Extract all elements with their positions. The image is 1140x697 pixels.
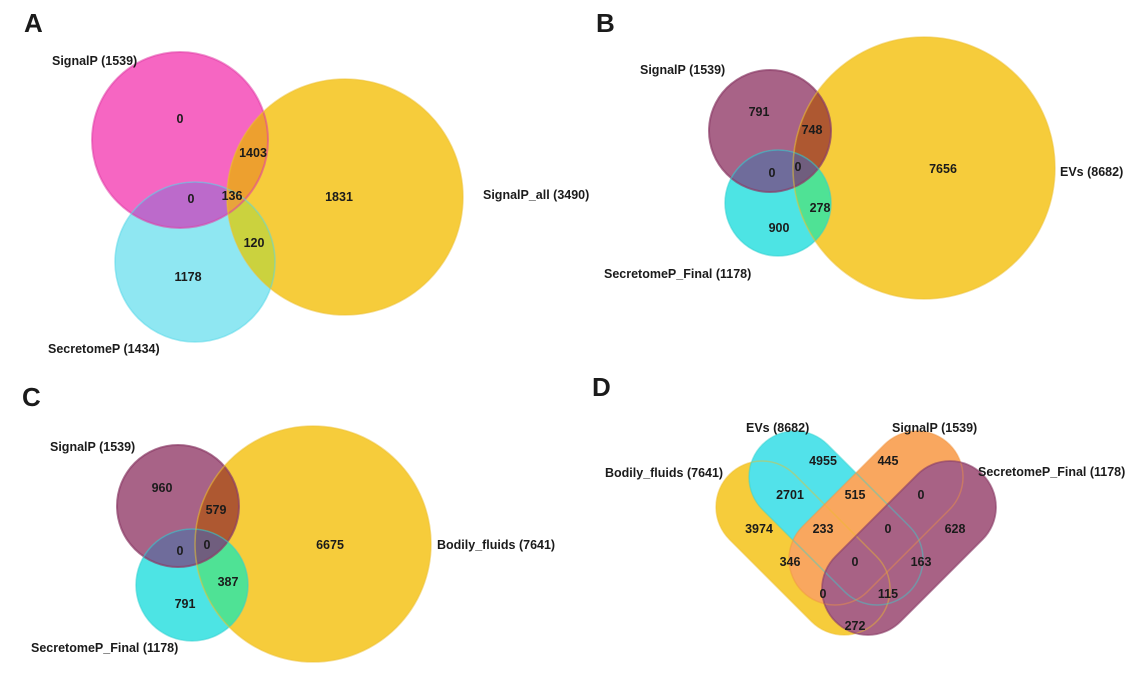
venn-d-count-bodily-evs-secretomep: 115 xyxy=(878,587,898,601)
venn-d-count-bodily-evs: 2701 xyxy=(776,488,804,502)
venn-d-count-evs-only: 4955 xyxy=(809,454,837,468)
venn-b-label-evs: EVs (8682) xyxy=(1060,165,1123,179)
venn-d-count-bodily-signalp-secretomep: 0 xyxy=(820,587,827,601)
venn-b-count-secretomep-final-evs: 278 xyxy=(810,201,831,215)
venn-a-label-signalp: SignalP (1539) xyxy=(52,54,137,68)
venn-a-outline-signalp xyxy=(91,51,269,229)
panel-c-letter: C xyxy=(22,382,41,412)
venn-a-label-signalp-all: SignalP_all (3490) xyxy=(483,188,589,202)
venn-c-label-bodily-fluids: Bodily_fluids (7641) xyxy=(437,538,555,552)
venn-d-set-secretomep-final xyxy=(821,460,997,636)
venn-a-count-signalp-only: 0 xyxy=(177,112,184,126)
panel-b: B SignalP (1539) EVs (8682) SecretomeP_F… xyxy=(596,8,1123,300)
venn-b-count-signalp-only: 791 xyxy=(749,105,770,119)
venn-d-count-signalp-only: 445 xyxy=(878,454,899,468)
venn-a-label-secretomep: SecretomeP (1434) xyxy=(48,342,160,356)
venn-c-count-all: 0 xyxy=(204,538,211,552)
venn-c-outline-secretomep-final xyxy=(135,528,249,642)
venn-c-count-signalp-only: 960 xyxy=(152,481,173,495)
venn-b-count-secretomep-final-only: 900 xyxy=(769,221,790,235)
venn-c-count-secretomep-final-only: 791 xyxy=(175,597,196,611)
venn-b-outline-secretomep-final xyxy=(724,149,832,257)
venn-c-overlap-secretomep-final-bodily-fluids xyxy=(195,529,248,641)
venn-b-overlap-all xyxy=(793,150,831,192)
venn-c-count-signalp-secretomep-final: 0 xyxy=(177,544,184,558)
venn-c-count-bodily-fluids-only: 6675 xyxy=(316,538,344,552)
venn-d-count-evs-secretomep: 163 xyxy=(911,555,932,569)
venn-d-count-bodily-signalp: 346 xyxy=(780,555,801,569)
venn-d-count-evs-signalp-secretomep: 0 xyxy=(885,522,892,536)
venn-b-outline-signalp xyxy=(708,69,832,193)
venn-b-outline-evs xyxy=(792,36,1056,300)
panel-d: D EVs (8682) SignalP (1539) Bodily_fluid… xyxy=(592,372,1125,636)
venn-c-set-bodily-fluids xyxy=(195,426,431,662)
venn-a-outline-signalp-all xyxy=(226,78,464,316)
venn-a-count-all: 136 xyxy=(222,189,243,203)
venn-c-count-secretomep-final-bodily-fluids: 387 xyxy=(218,575,239,589)
venn-c-outline-bodily-fluids xyxy=(194,425,432,663)
venn-d-label-evs: EVs (8682) xyxy=(746,421,809,435)
venn-c-outline-signalp xyxy=(116,444,240,568)
venn-c-label-secretomep-final: SecretomeP_Final (1178) xyxy=(31,641,178,655)
venn-c-count-signalp-bodily-fluids: 579 xyxy=(206,503,227,517)
panel-b-letter: B xyxy=(596,8,615,38)
venn-b-count-all: 0 xyxy=(795,160,802,174)
venn-d-count-bodily-secretomep: 272 xyxy=(845,619,866,633)
venn-b-overlap-all-group xyxy=(793,150,831,192)
venn-d-count-signalp-secretomep: 0 xyxy=(918,488,925,502)
venn-b-label-signalp: SignalP (1539) xyxy=(640,63,725,77)
venn-a-count-signalp-all-only: 1831 xyxy=(325,190,353,204)
venn-a-count-signalp-secretomep: 0 xyxy=(188,192,195,206)
venn-a-count-signalp-signalp-all: 1403 xyxy=(239,146,267,160)
venn-a-set-signalp-all xyxy=(227,79,463,315)
venn-b-label-secretomep-final: SecretomeP_Final (1178) xyxy=(604,267,751,281)
venn-a-count-secretomep-only: 1178 xyxy=(174,270,201,284)
venn-d-count-bodily-evs-signalp: 233 xyxy=(813,522,834,536)
venn-a-set-signalp xyxy=(92,52,268,228)
venn-d-count-all: 0 xyxy=(852,555,859,569)
venn-d-count-evs-signalp: 515 xyxy=(845,488,866,502)
venn-b-count-signalp-secretomep-final: 0 xyxy=(769,166,776,180)
panel-a: A SignalP (1539) SecretomeP (1434) Signa… xyxy=(24,8,589,356)
venn-d-label-signalp: SignalP (1539) xyxy=(892,421,977,435)
venn-d-count-bodily-only: 3974 xyxy=(745,522,773,536)
venn-b-count-signalp-evs: 748 xyxy=(802,123,823,137)
venn-d-outline-signalp xyxy=(788,430,964,606)
venn-a-outline-secretomep xyxy=(114,181,276,343)
venn-c-overlap-all xyxy=(195,529,239,567)
panel-a-letter: A xyxy=(24,8,43,38)
venn-d-label-secretomep-final: SecretomeP_Final (1178) xyxy=(978,465,1125,479)
venn-a-count-secretomep-signalp-all: 120 xyxy=(244,236,265,250)
panel-d-letter: D xyxy=(592,372,611,402)
venn-d-label-bodily-fluids: Bodily_fluids (7641) xyxy=(605,466,723,480)
venn-d-outline-secretomep-final xyxy=(821,460,997,636)
venn-c-label-signalp: SignalP (1539) xyxy=(50,440,135,454)
venn-c-overlap-all-group xyxy=(195,529,239,567)
panel-c: C SignalP (1539) Bodily_fluids (7641) Se… xyxy=(22,382,555,663)
venn-b-count-evs-only: 7656 xyxy=(929,162,957,176)
venn-d-count-secretomep-only: 628 xyxy=(945,522,966,536)
venn-b-set-evs xyxy=(793,37,1055,299)
